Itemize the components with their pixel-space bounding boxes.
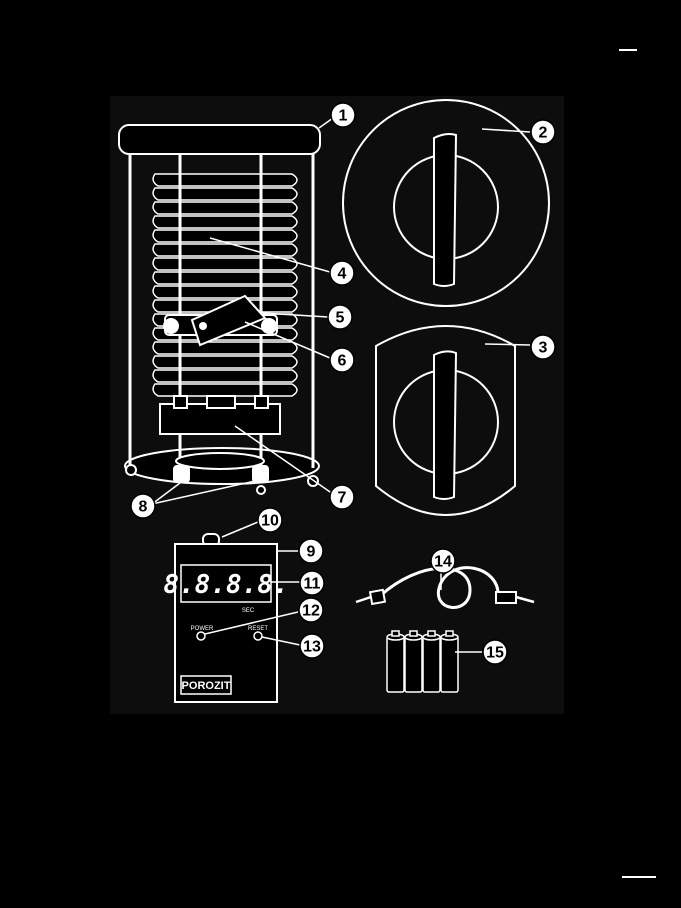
battery-3 [423,637,440,692]
bellows-fold [153,384,297,396]
callout-9-label: 9 [307,544,316,561]
top-plate [119,125,320,154]
callout-11-label: 11 [304,576,321,593]
battery-1 [387,637,404,692]
callout-5-label: 5 [336,310,345,327]
cable-plug-left [370,590,385,604]
leader-3 [485,344,530,345]
battery-4 [441,637,458,692]
foot-left [174,466,189,482]
callout-3-label: 3 [539,340,548,357]
clamp-knob-left [164,319,178,333]
callout-4-label: 4 [338,266,347,283]
callout-10-label: 10 [261,513,279,530]
pointer-pivot [199,322,207,330]
power-label: POWER [191,626,214,632]
callout-1-label: 1 [339,108,348,125]
display-digits: 8.8.8.8. [163,570,288,600]
brand-label: POROZIT [182,680,231,692]
foot-right [253,466,268,482]
callout-14-label: 14 [434,554,452,571]
cable-plug-right [496,592,516,603]
battery-terminal-3 [428,631,435,636]
shaped-plate-handle [434,351,456,499]
bellows-fold [153,370,297,382]
bellows-fold [153,272,297,284]
callout-7-label: 7 [338,490,347,507]
reset-label: RESET [248,626,268,632]
callout-6-label: 6 [338,353,347,370]
battery-terminal-2 [410,631,417,636]
bellows-fold [153,174,297,186]
bellows-fold [153,286,297,298]
callout-8-label: 8 [139,499,148,516]
lower-block-latch [207,396,235,408]
callout-2-label: 2 [539,125,548,142]
unit-label: SEC [242,608,255,614]
callout-12-label: 12 [302,603,320,620]
rod-collar-right [255,396,268,408]
bellows-fold [153,258,297,270]
bellows-fold [153,216,297,228]
battery-terminal-4 [446,631,453,636]
battery-terminal-1 [392,631,399,636]
foot-small-left [126,465,136,475]
bellows-fold [153,188,297,200]
callout-13-label: 13 [303,639,321,656]
batteries [387,631,458,692]
rod-collar-left [174,396,187,408]
foot-small-center [257,486,265,494]
bellows-fold [153,230,297,242]
reset-button[interactable] [254,632,262,640]
bellows-fold [153,356,297,368]
bellows-fold [153,244,297,256]
callout-15-label: 15 [486,645,504,662]
battery-2 [405,637,422,692]
bellows-fold [153,202,297,214]
round-plate-handle [434,134,456,286]
power-button[interactable] [197,632,205,640]
bellows-fold [153,342,297,354]
